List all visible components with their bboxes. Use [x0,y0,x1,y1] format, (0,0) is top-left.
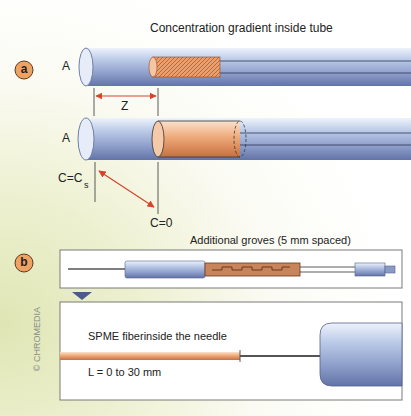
illustration-part [95,162,96,202]
illustration-part [300,267,355,268]
concentration-label: C=0 [150,217,172,231]
illustration-part [86,118,411,160]
illustration-part [385,266,395,273]
illustration-part [60,352,240,360]
circle-outline [15,254,33,272]
dimension-z [94,88,158,116]
illustration-part [158,88,159,116]
illustration-part [72,292,92,300]
figure-title: Concentration gradient inside tube [150,22,333,36]
illustration-part [240,145,411,146]
illustration-part [234,121,246,157]
illustration-part [240,355,326,357]
illustration-part [60,250,402,288]
illustration-part [300,272,355,273]
illustration-part [94,88,95,116]
panel-text: L = 0 to 30 mm [88,366,161,379]
illustration-part [320,323,402,386]
panel-text: SPME fiberinside the needle [88,330,227,343]
illustration-part [212,267,290,270]
gradient-arrow [95,162,158,214]
illustration-part [60,302,402,400]
illustration-part [99,171,154,207]
illustration-part [205,263,300,276]
illustration-part [86,48,411,86]
illustration-part [68,268,128,270]
section-letter: b [20,256,27,270]
dimension-label: Z [121,100,128,114]
illustration-part [125,261,205,278]
section-marker: b [14,253,34,273]
illustration-part [158,121,240,157]
concentration-label: C=C [58,172,82,186]
illustration-part [153,57,220,77]
tube-closed [78,118,411,160]
section-marker: a [14,60,34,80]
illustration-part [96,95,156,96]
illustration-part [240,350,241,362]
illustration-part [149,57,157,77]
illustration-part [240,133,411,134]
circle-outline [15,61,33,79]
illustration-part [220,73,411,74]
section-letter: a [21,63,28,77]
end-label: A [62,60,70,74]
illustration-part [78,118,94,160]
subscript: s [84,180,89,190]
illustration-part [220,61,411,62]
needle-detail [60,302,402,400]
illustration-part [355,263,385,276]
watermark: © CHROMEDIA [32,289,42,389]
zoom-pointer [72,292,92,300]
syringe-overview [60,250,402,288]
illustration-part [158,162,159,214]
end-label: A [62,132,70,146]
illustration-part [152,121,164,157]
detail-panel: SPME fiberinside the needle L = 0 to 30 m… [60,302,402,400]
illustration-part [158,121,240,122]
groove-note: Additional groves (5 mm spaced) [190,234,351,247]
illustration-part [79,48,93,86]
tube-open [79,48,411,86]
illustration-part [158,157,240,158]
